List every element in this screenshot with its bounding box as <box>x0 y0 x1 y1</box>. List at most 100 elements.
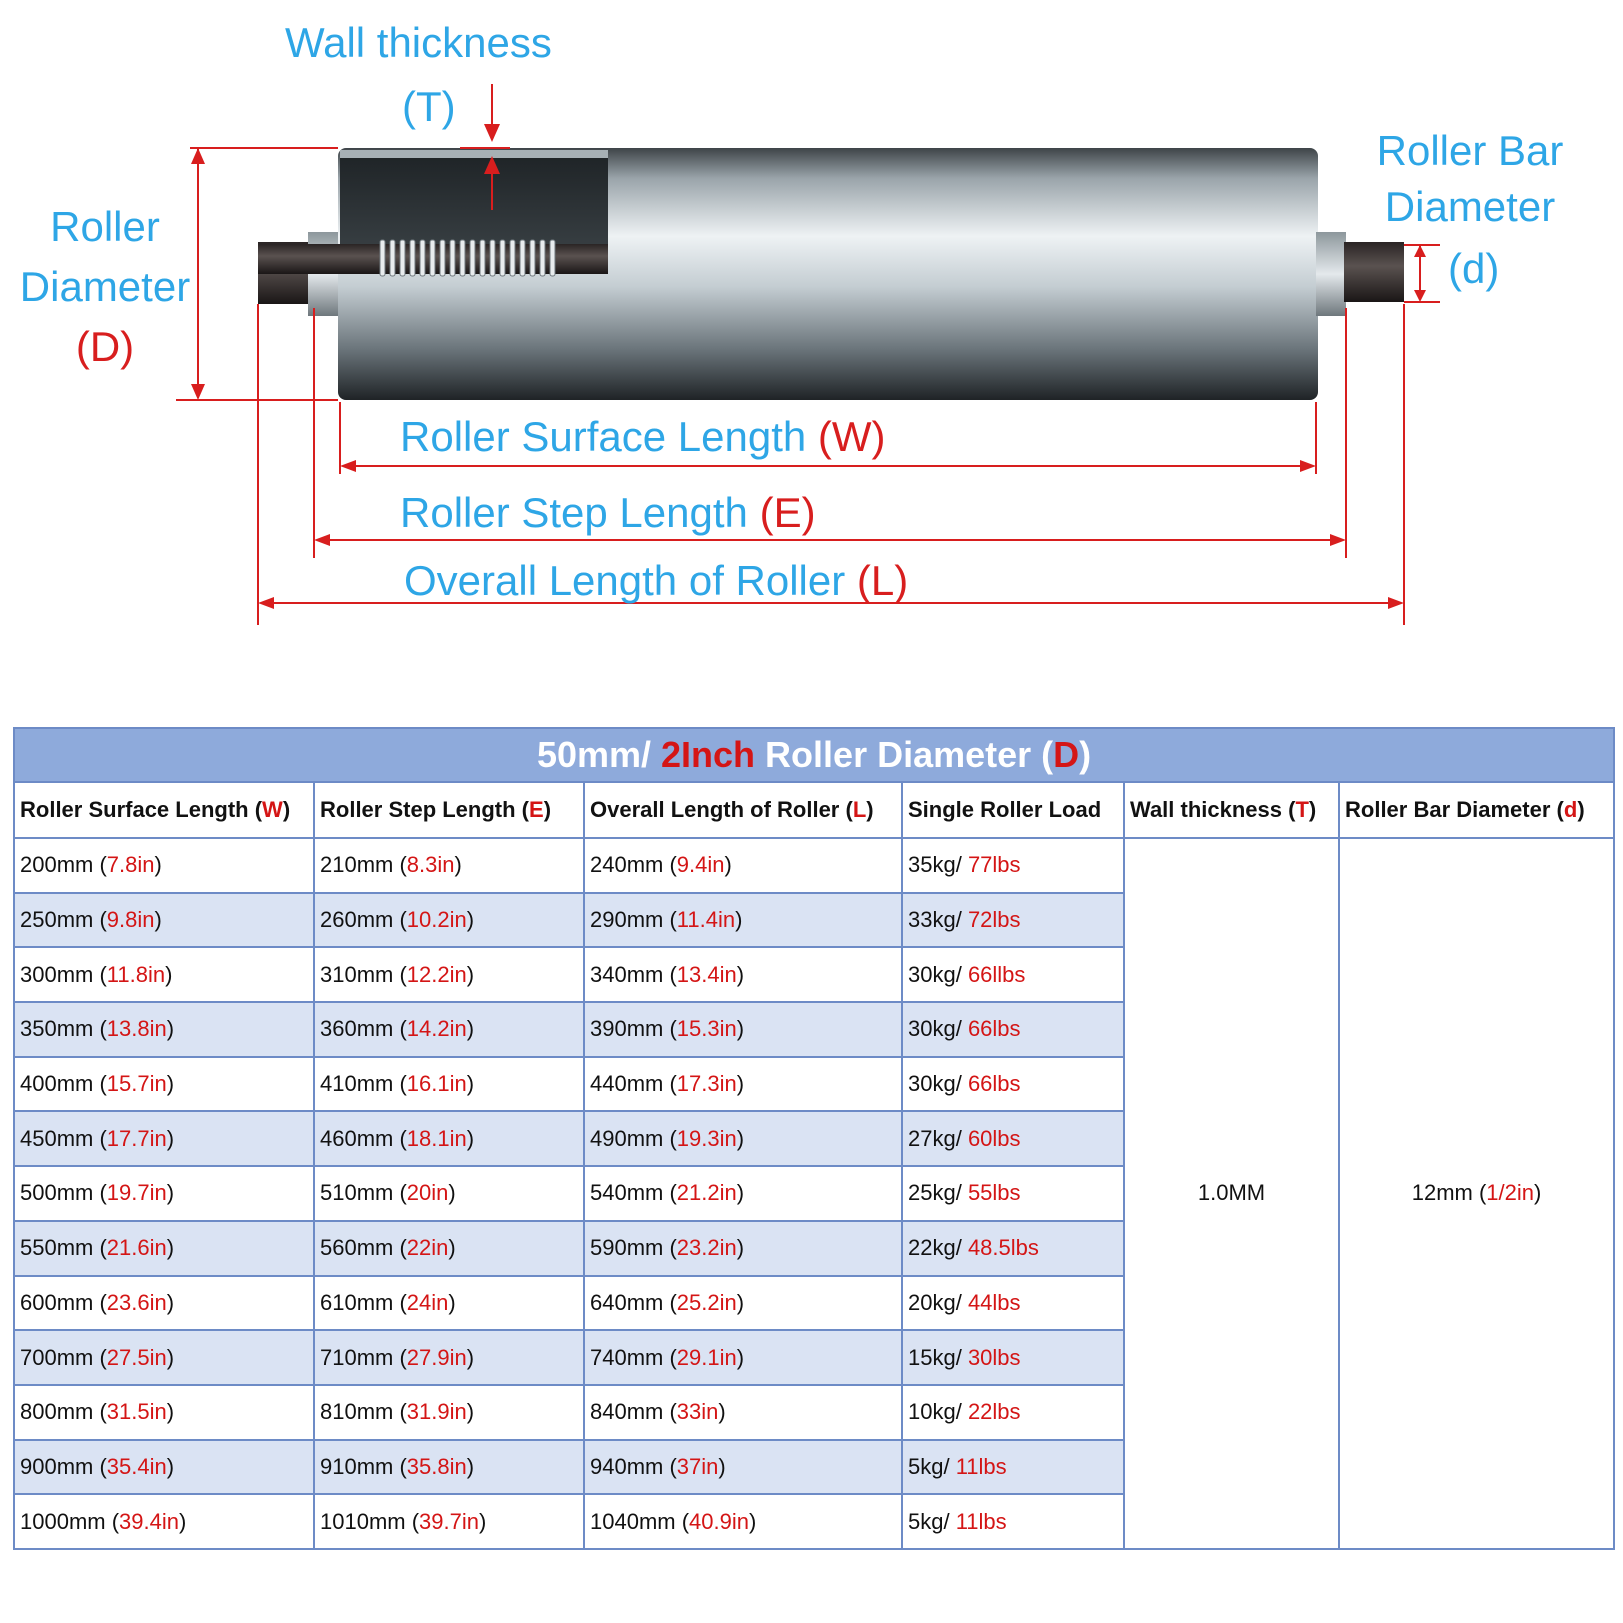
spring-coil <box>389 239 396 277</box>
roller-bar-diameter-symbol: (d) <box>1448 245 1500 292</box>
cutaway-section <box>340 152 608 262</box>
table-cell: 200mm (7.8in) <box>13 837 315 894</box>
spring-coil <box>479 239 486 277</box>
table-cell: 260mm (10.2in) <box>313 891 585 949</box>
table-cell: 540mm (21.2in) <box>583 1165 903 1222</box>
roller-bar-diameter-label: Roller Bar Diameter <box>1362 130 1578 228</box>
table-cell: 35kg/ 77lbs <box>901 837 1125 894</box>
wall-thickness-symbol: (T) <box>402 83 456 130</box>
table-cell: 30kg/ 66lbs <box>901 1055 1125 1113</box>
table-cell: 250mm (9.8in) <box>13 891 315 949</box>
surface-length-label: Roller Surface Length (W) <box>400 416 886 458</box>
spring-coil <box>439 239 446 277</box>
table-cell: 22kg/ 48.5lbs <box>901 1219 1125 1277</box>
table-row: 400mm (15.7in)410mm (16.1in)440mm (17.3i… <box>13 1055 1614 1113</box>
table-cell: 590mm (23.2in) <box>583 1219 903 1277</box>
table-cell: 1010mm (39.7in) <box>313 1493 585 1550</box>
wall-thickness-value: 1.0MM <box>1123 837 1340 1550</box>
table-cell: 410mm (16.1in) <box>313 1055 585 1113</box>
table-cell: 440mm (17.3in) <box>583 1055 903 1113</box>
table-title: 50mm/ 2Inch Roller Diameter (D) <box>12 727 1616 783</box>
table-cell: 210mm (8.3in) <box>313 837 585 894</box>
table-row: 250mm (9.8in)260mm (10.2in)290mm (11.4in… <box>13 891 1614 949</box>
overall-length-symbol: (L) <box>856 557 909 604</box>
table-cell: 30kg/ 66llbs <box>901 946 1125 1004</box>
table-body: 200mm (7.8in)210mm (8.3in)240mm (9.4in)3… <box>13 837 1616 1550</box>
right-shaft <box>1344 242 1404 302</box>
roller-diagram <box>176 84 1440 625</box>
spring-coil <box>449 239 456 277</box>
table-cell: 310mm (12.2in) <box>313 946 585 1004</box>
roller-bar-diameter-line2: Diameter <box>1384 183 1556 230</box>
step-length-text: Roller Step Length <box>400 489 748 536</box>
table-row: 300mm (11.8in)310mm (12.2in)340mm (13.4i… <box>13 946 1614 1004</box>
spring-coil <box>409 239 416 277</box>
table-cell: 350mm (13.8in) <box>13 1001 315 1058</box>
step-length-symbol: (E) <box>759 489 816 536</box>
table-cell: 800mm (31.5in) <box>13 1383 315 1441</box>
roller-diameter-line1: Roller <box>50 203 160 250</box>
table-cell: 300mm (11.8in) <box>13 946 315 1004</box>
spring-coil <box>529 239 536 277</box>
spring-coil <box>519 239 526 277</box>
roller-diameter-symbol: (D) <box>75 323 135 370</box>
right-end-cap <box>1316 232 1346 316</box>
table-row: 800mm (31.5in)810mm (31.9in)840mm (33in)… <box>13 1383 1614 1441</box>
table-cell: 20kg/ 44lbs <box>901 1274 1125 1332</box>
table-row: 350mm (13.8in)360mm (14.2in)390mm (15.3i… <box>13 1001 1614 1058</box>
table-cell: 1000mm (39.4in) <box>13 1493 315 1550</box>
table-cell: 360mm (14.2in) <box>313 1001 585 1058</box>
table-cell: 940mm (37in) <box>583 1438 903 1496</box>
table-cell: 910mm (35.8in) <box>313 1438 585 1496</box>
table-cell: 240mm (9.4in) <box>583 837 903 894</box>
table-row: 600mm (23.6in)610mm (24in)640mm (25.2in)… <box>13 1274 1614 1332</box>
column-header: Single Roller Load <box>901 781 1125 839</box>
table-cell: 290mm (11.4in) <box>583 891 903 949</box>
spring-coil <box>509 239 516 277</box>
table-row: 500mm (19.7in)510mm (20in)540mm (21.2in)… <box>13 1165 1614 1222</box>
surface-length-symbol: (W) <box>817 413 886 460</box>
table-title-row: 50mm/ 2Inch Roller Diameter (D) <box>12 727 1616 783</box>
spring-coil <box>499 239 506 277</box>
spec-table: 50mm/ 2Inch Roller Diameter (D) Roller S… <box>12 727 1616 1550</box>
table-cell: 5kg/ 11lbs <box>901 1493 1125 1550</box>
spring-coil <box>399 239 406 277</box>
table-cell: 490mm (19.3in) <box>583 1110 903 1168</box>
table-cell: 510mm (20in) <box>313 1165 585 1222</box>
overall-length-text: Overall Length of Roller <box>404 557 846 604</box>
column-header: Overall Length of Roller (L) <box>583 781 903 839</box>
wall-thickness-label: Wall thickness <box>285 19 552 66</box>
table-row: 550mm (21.6in)560mm (22in)590mm (23.2in)… <box>13 1219 1614 1277</box>
table-cell: 25kg/ 55lbs <box>901 1165 1125 1222</box>
bearing-spring <box>379 239 556 277</box>
spring-coil <box>379 239 386 277</box>
table-cell: 10kg/ 22lbs <box>901 1383 1125 1441</box>
spring-coil <box>489 239 496 277</box>
spring-coil <box>459 239 466 277</box>
table-row: 450mm (17.7in)460mm (18.1in)490mm (19.3i… <box>13 1110 1614 1168</box>
table-row: 700mm (27.5in)710mm (27.9in)740mm (29.1i… <box>13 1329 1614 1386</box>
table-cell: 27kg/ 60lbs <box>901 1110 1125 1168</box>
roller-bar-diameter-line1: Roller Bar <box>1376 127 1564 174</box>
table-cell: 33kg/ 72lbs <box>901 891 1125 949</box>
overall-length-label: Overall Length of Roller (L) <box>404 560 908 602</box>
table-cell: 840mm (33in) <box>583 1383 903 1441</box>
table-cell: 640mm (25.2in) <box>583 1274 903 1332</box>
roller-diameter-label: Roller Diameter (D) <box>10 206 200 368</box>
table-cell: 900mm (35.4in) <box>13 1438 315 1496</box>
table-row: 900mm (35.4in)910mm (35.8in)940mm (37in)… <box>13 1438 1614 1496</box>
table-cell: 15kg/ 30lbs <box>901 1329 1125 1386</box>
table-cell: 810mm (31.9in) <box>313 1383 585 1441</box>
wall-edge <box>340 150 608 158</box>
table-cell: 500mm (19.7in) <box>13 1165 315 1222</box>
table-cell: 610mm (24in) <box>313 1274 585 1332</box>
step-length-label: Roller Step Length (E) <box>400 492 816 534</box>
spring-coil <box>539 239 546 277</box>
table-row: 1000mm (39.4in)1010mm (39.7in)1040mm (40… <box>13 1493 1614 1550</box>
table-cell: 340mm (13.4in) <box>583 946 903 1004</box>
spring-coil <box>419 239 426 277</box>
column-header: Roller Surface Length (W) <box>13 781 315 839</box>
table-row: 200mm (7.8in)210mm (8.3in)240mm (9.4in)3… <box>13 837 1616 1550</box>
column-header: Roller Bar Diameter (d) <box>1337 781 1616 839</box>
table-cell: 460mm (18.1in) <box>313 1110 585 1168</box>
